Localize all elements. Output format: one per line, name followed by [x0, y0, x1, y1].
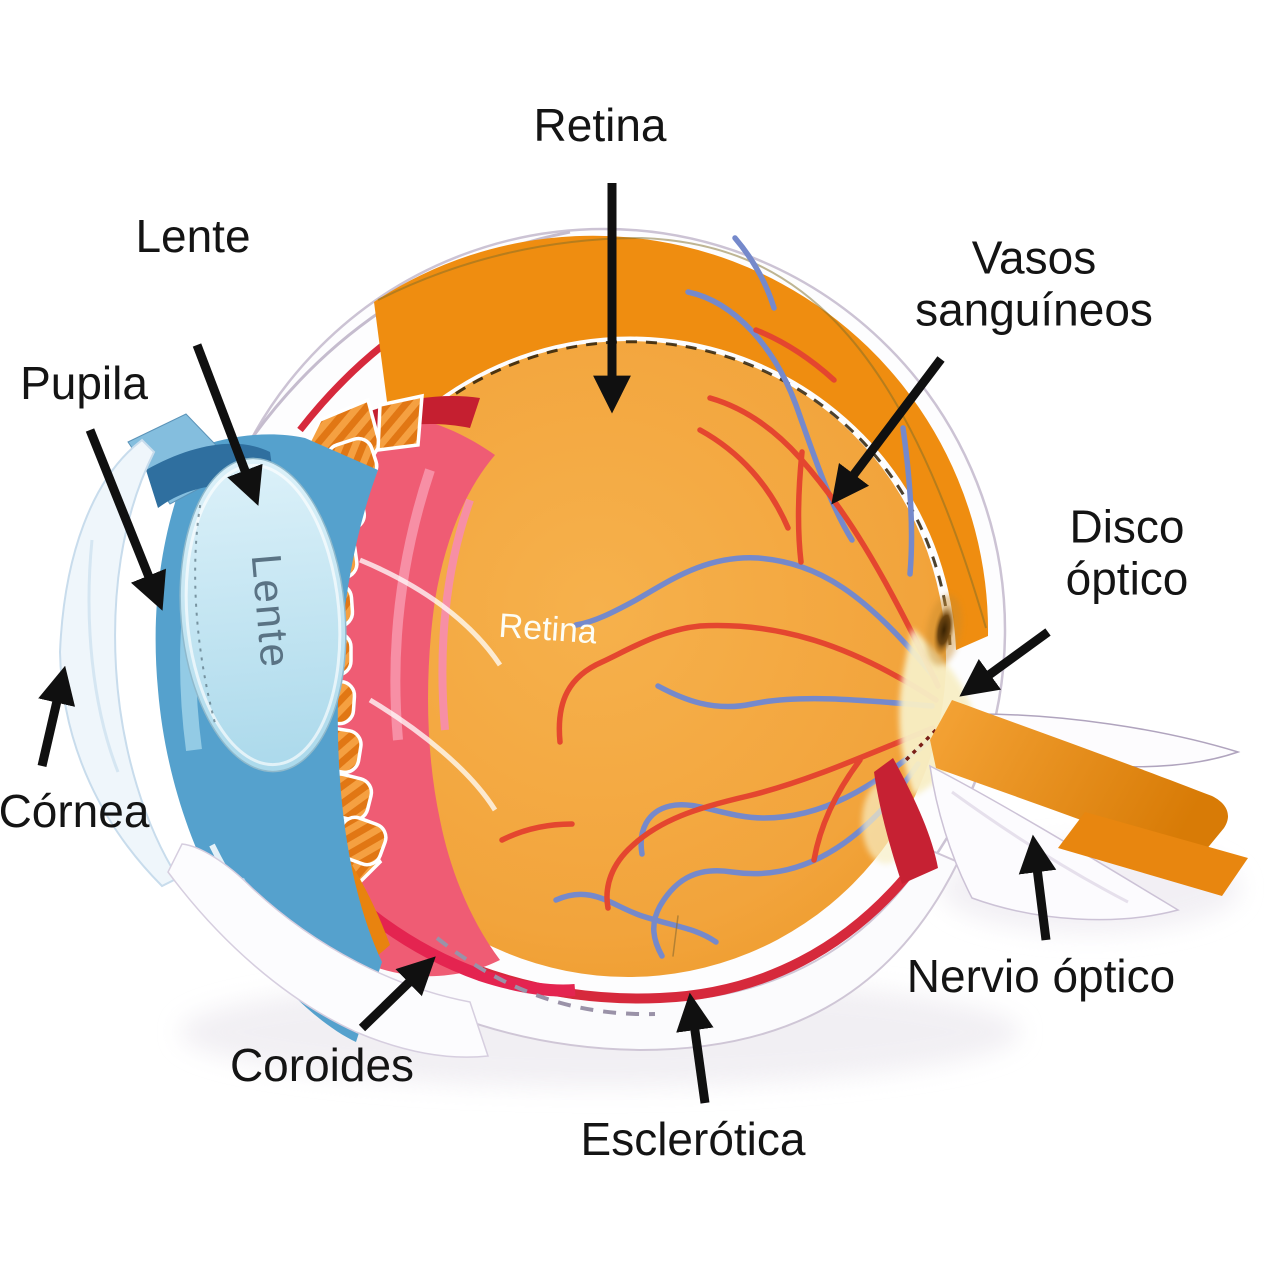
label-nervio-optico: Nervio óptico: [906, 950, 1176, 1003]
retina-surface-label: Retina: [497, 607, 598, 652]
arrow-vasos-sanguineos: [831, 356, 945, 505]
label-pupila: Pupila: [20, 357, 148, 410]
fovea-spot: [933, 604, 955, 656]
lens-inline-label: Lente: [243, 552, 300, 671]
optic-nerve: [874, 700, 1248, 921]
sclera-dashed-seam: [435, 936, 656, 1017]
label-disco-optico: Disco óptico: [1066, 501, 1189, 604]
label-disco-line2: óptico: [1065, 552, 1189, 604]
label-vasos-line2: sanguíneos: [915, 283, 1153, 335]
arrow-cornea: [37, 665, 76, 768]
arrow-coroides: [358, 956, 436, 1032]
arteries-red: [499, 327, 941, 911]
arrow-disco-optico: [959, 628, 1051, 697]
retinal-blood-vessels: [499, 235, 941, 959]
retina-outer-band: [374, 235, 989, 650]
arrow-nervio-optico: [1018, 834, 1057, 941]
label-esclerotica: Esclerótica: [580, 1113, 806, 1166]
nerve-band: [930, 700, 1228, 862]
lens: Lente: [179, 457, 347, 773]
arrow-esclerotica: [676, 992, 714, 1104]
label-disco-line1: Disco: [1069, 500, 1185, 553]
label-coroides: Coroides: [229, 1039, 415, 1092]
nerve-band-lower: [1058, 812, 1248, 896]
veins-blue: [553, 235, 938, 959]
arrow-pupila: [85, 428, 166, 611]
label-vasos-sanguineos: Vasos sanguíneos: [915, 232, 1153, 335]
annotation-arrows: [37, 183, 1057, 1104]
arrow-lente: [192, 343, 263, 506]
label-retina: Retina: [533, 99, 667, 152]
label-vasos-line1: Vasos: [971, 231, 1097, 284]
label-lente: Lente: [135, 210, 251, 263]
cornea: [58, 438, 490, 1058]
label-cornea: Córnea: [0, 785, 150, 838]
